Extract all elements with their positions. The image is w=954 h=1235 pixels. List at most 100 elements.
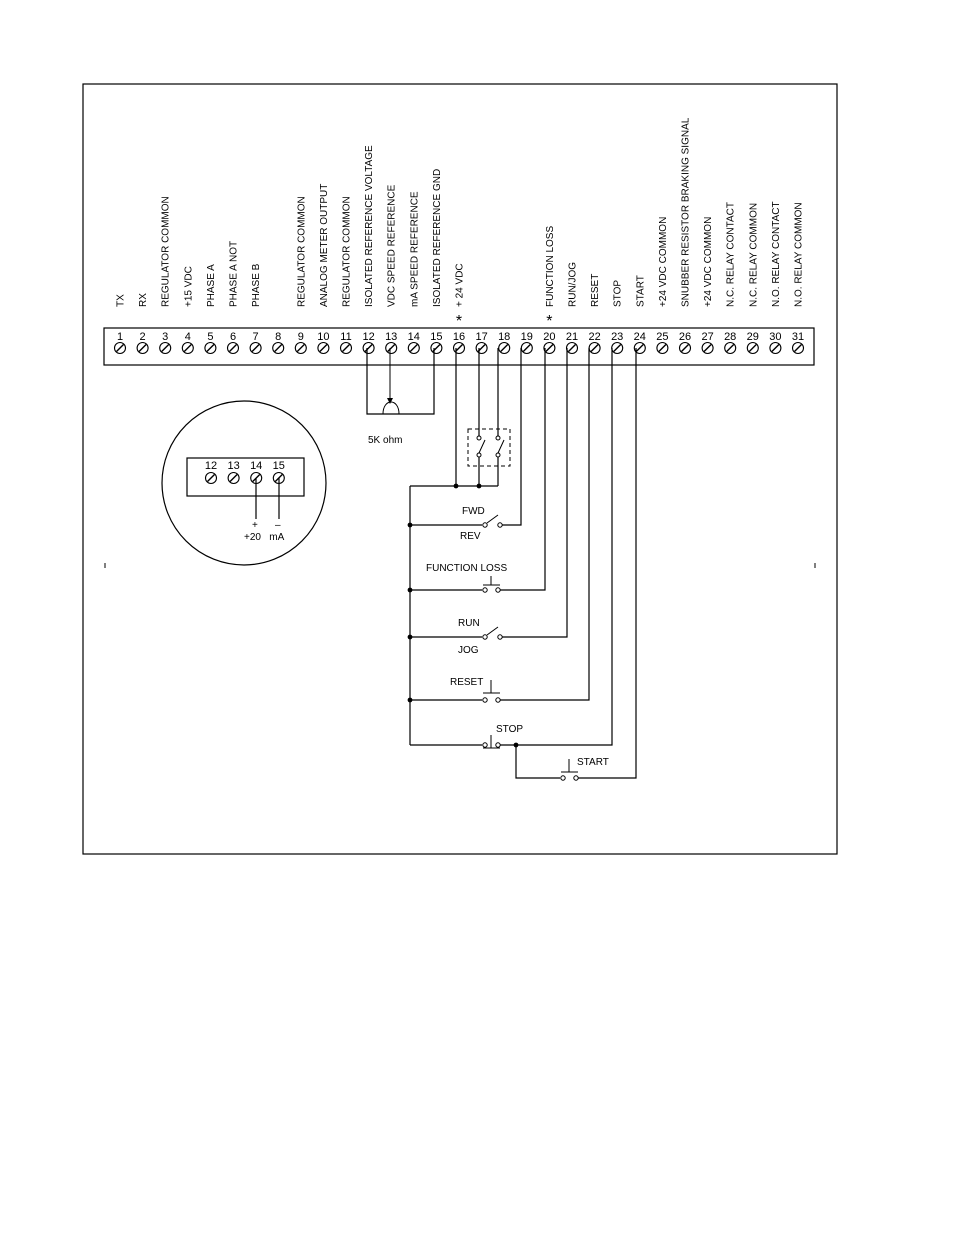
- terminal-label: VDC SPEED REFERENCE: [387, 184, 398, 307]
- terminal-number: 7: [253, 331, 259, 343]
- terminal-label: START: [635, 275, 646, 307]
- potentiometer: 5K ohm: [366, 348, 435, 446]
- terminal-number: 11: [340, 331, 351, 343]
- jumper-box: [467, 428, 511, 467]
- terminal-27: 27 +24 VDC COMMON: [701, 217, 714, 355]
- terminal-number: 25: [656, 331, 668, 343]
- screw-icon: [407, 341, 420, 355]
- terminal-11: 11 REGULATOR COMMON: [339, 196, 353, 355]
- screw-icon: [226, 341, 240, 355]
- terminal-label: RUN/JOG: [568, 262, 579, 307]
- terminal-1: 1TX: [113, 294, 127, 355]
- terminal-label: REGULATOR COMMON: [296, 196, 307, 307]
- terminal-number: 12: [362, 331, 374, 343]
- terminal-24: 24 START: [634, 275, 646, 355]
- screw-icon: [317, 341, 330, 355]
- screw-icon: [204, 341, 217, 355]
- jog-label: JOG: [458, 645, 479, 656]
- start-label: START: [577, 757, 609, 768]
- terminal-19: 19: [521, 331, 533, 355]
- terminal-number: 6: [230, 331, 236, 343]
- terminal-22: 22 RESET: [588, 274, 601, 355]
- terminal-label: N.O. RELAY CONTACT: [771, 201, 782, 307]
- screw-icon: [475, 341, 488, 355]
- terminal-25: 25 +24 VDC COMMON: [656, 217, 669, 355]
- terminal-number: 24: [634, 331, 646, 343]
- terminal-number: 10: [317, 331, 329, 343]
- terminal-number: 13: [385, 331, 397, 343]
- terminal-label: REGULATOR COMMON: [161, 196, 172, 307]
- terminal-8: 8: [272, 331, 285, 355]
- terminal-17: 17: [475, 331, 488, 355]
- run-label: RUN: [458, 618, 480, 629]
- inset-minus: –: [275, 520, 281, 531]
- terminal-number: 31: [792, 331, 804, 343]
- terminal-label: +24 VDC COMMON: [703, 217, 714, 307]
- terminal-number: 27: [701, 331, 713, 343]
- screw-icon: [498, 341, 511, 355]
- terminal-label: FUNCTION LOSS: [545, 226, 556, 307]
- terminal-label: N.C. RELAY CONTACT: [726, 202, 737, 307]
- inset-terminal-15: 15: [273, 460, 285, 485]
- terminal-label: +15 VDC: [183, 266, 194, 307]
- stop-label: STOP: [496, 724, 523, 735]
- terminal-label: ISOLATED REFERENCE GND: [432, 169, 443, 307]
- terminal-number: 29: [747, 331, 759, 343]
- inset-terminal-12: 12: [205, 460, 217, 485]
- terminal-label: +24 VDC COMMON: [658, 217, 669, 307]
- terminal-label: REGULATOR COMMON: [342, 196, 353, 307]
- terminal-label: + 24 VDC: [455, 263, 466, 307]
- screw-icon: [113, 341, 127, 355]
- terminal-number: 28: [724, 331, 736, 343]
- function-loss-switch: FUNCTION LOSS: [410, 348, 546, 593]
- terminal-label: RX: [138, 293, 149, 307]
- terminal-label: TX: [116, 294, 127, 307]
- screw-icon: [339, 341, 353, 355]
- terminal-4: 4+15 VDC: [181, 266, 194, 355]
- terminal-31: 31N.O. RELAY COMMON: [791, 202, 805, 355]
- screw-icon: [181, 341, 194, 355]
- terminal-6: 6 PHASE A NOT: [226, 241, 240, 355]
- inset-terminal-13: 13: [227, 460, 240, 485]
- screw-icon: [227, 471, 240, 485]
- terminal-number: 30: [769, 331, 781, 343]
- screw-icon: [452, 341, 466, 355]
- terminal-18: 18: [498, 331, 511, 355]
- terminal-13: 13 VDC SPEED REFERENCE: [385, 184, 398, 355]
- function-loss-label: FUNCTION LOSS: [426, 563, 507, 574]
- terminal-strip: [103, 327, 815, 366]
- terminal-30: 30 N.O. RELAY CONTACT: [769, 201, 782, 355]
- inset-current: +20 mA: [244, 532, 285, 543]
- terminal-label: PHASE A NOT: [229, 241, 240, 307]
- fwd-rev-switch: FWD REV: [410, 348, 522, 542]
- terminal-label: PHASE A: [206, 264, 217, 307]
- terminal-number: 23: [611, 331, 623, 343]
- inset-plus: +: [252, 520, 258, 531]
- screw-icon: [701, 341, 714, 355]
- terminal-label: RESET: [590, 274, 601, 307]
- inset-terminal-number: 12: [205, 460, 217, 472]
- screw-icon: [746, 341, 759, 355]
- screw-icon: [791, 341, 805, 355]
- screw-icon: [272, 341, 285, 355]
- terminal-28: 28 N.C. RELAY CONTACT: [724, 202, 737, 355]
- screw-icon: [385, 341, 398, 355]
- screw-icon: [769, 341, 782, 355]
- reset-switch: RESET: [410, 348, 590, 703]
- terminal-number: 16: [453, 331, 465, 343]
- screw-icon: [678, 341, 692, 355]
- terminal-number: 22: [588, 331, 600, 343]
